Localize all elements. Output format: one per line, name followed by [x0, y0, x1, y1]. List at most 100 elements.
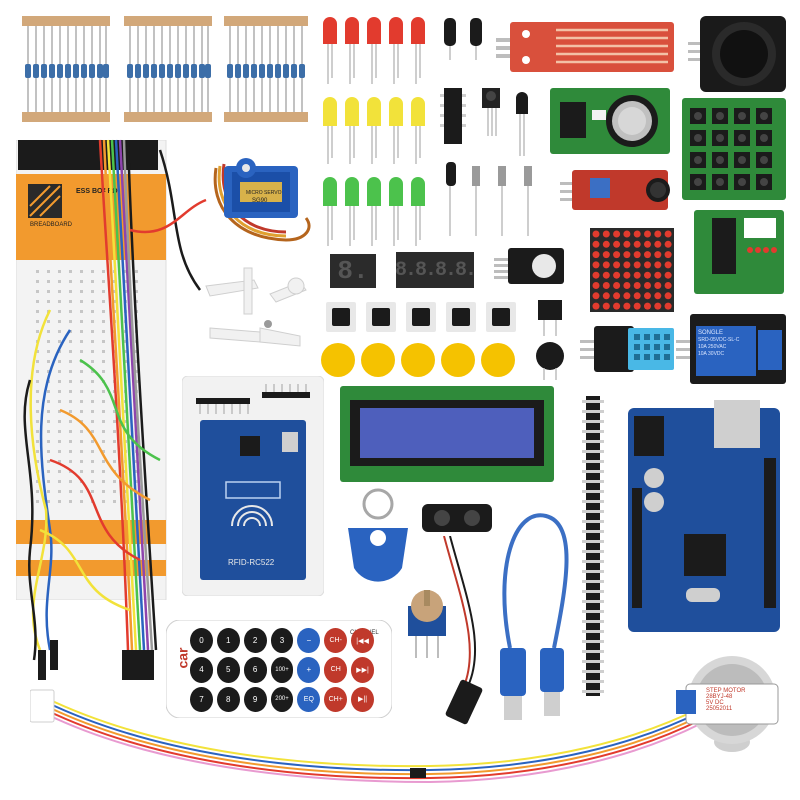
breadboard-hole — [47, 470, 50, 473]
breadboard-hole — [58, 360, 61, 363]
breadboard-hole — [69, 430, 72, 433]
matrix-dot — [602, 271, 610, 279]
header-pin — [582, 550, 604, 553]
breadboard-hole — [113, 300, 116, 303]
breadboard-hole — [124, 340, 127, 343]
breadboard-hole — [36, 330, 39, 333]
breadboard-hole — [36, 410, 39, 413]
resistor-pack-2 — [122, 14, 214, 124]
matrix-dot — [602, 282, 610, 289]
ir-remote-control: car CHANNEL 0 1 2 3 − CH- |◀◀ 4 5 6 100+… — [166, 620, 392, 718]
matrix-dot — [623, 230, 631, 238]
remote-button[interactable]: 2 — [243, 628, 267, 654]
remote-button[interactable]: |◀◀ — [351, 628, 374, 654]
remote-button[interactable]: − — [297, 628, 321, 654]
breadboard-hole — [102, 310, 105, 313]
remote-button[interactable]: 9 — [243, 686, 267, 712]
breadboard-hole — [69, 420, 72, 423]
breadboard-hole — [80, 500, 83, 503]
breadboard-hole — [58, 370, 61, 373]
relay-text: SONGLE SRD-05VDC-SL-C 10A 250VAC 10A 30V… — [698, 330, 754, 357]
remote-button[interactable]: 8 — [216, 686, 240, 712]
stepper-driver-board — [694, 210, 784, 294]
breadboard-hole — [36, 430, 39, 433]
breadboard-hole — [102, 460, 105, 463]
breadboard-hole — [36, 450, 39, 453]
dht-sensor-module — [580, 322, 678, 376]
breadboard-hole — [124, 280, 127, 283]
matrix-dot — [602, 302, 610, 310]
breadboard-hole — [102, 350, 105, 353]
breadboard-hole — [36, 360, 39, 363]
remote-button[interactable]: 0 — [190, 628, 213, 654]
breadboard-hole — [47, 460, 50, 463]
breadboard-hole — [135, 300, 138, 303]
remote-button[interactable]: ▶▶| — [351, 657, 374, 683]
matrix-dot — [592, 282, 600, 289]
matrix-dot — [654, 251, 662, 259]
breadboard-label: BREADBOARD — [30, 222, 73, 228]
breadboard-hole — [91, 430, 94, 433]
stepper-motor-cable — [30, 676, 710, 786]
remote-button[interactable]: 200+ — [270, 686, 294, 712]
remote-button[interactable]: 7 — [190, 686, 213, 712]
breadboard-hole — [58, 480, 61, 483]
breadboard-hole — [36, 310, 39, 313]
breadboard-hole — [47, 370, 50, 373]
remote-button[interactable]: 5 — [216, 657, 240, 683]
breadboard-hole — [91, 410, 94, 413]
joystick-module — [688, 14, 788, 94]
breadboard-hole — [69, 310, 72, 313]
breadboard-hole — [36, 350, 39, 353]
lcd-1602 — [340, 386, 554, 482]
breadboard-hole — [36, 380, 39, 383]
breadboard-hole — [47, 390, 50, 393]
matrix-dot — [633, 230, 641, 238]
matrix-dot — [633, 302, 641, 310]
jumper-wires — [10, 130, 210, 690]
breadboard-hole — [102, 410, 105, 413]
matrix-dot — [602, 240, 610, 248]
remote-button[interactable]: CH — [324, 657, 348, 683]
remote-button[interactable]: 100+ — [270, 657, 294, 683]
header-pin — [582, 640, 604, 643]
breadboard-hole — [102, 470, 105, 473]
remote-button[interactable]: 3 — [270, 628, 294, 654]
remote-button[interactable]: + — [297, 657, 321, 683]
breadboard-hole — [80, 340, 83, 343]
breadboard-hole — [47, 490, 50, 493]
matrix-dot — [633, 271, 641, 279]
breadboard-hole — [113, 420, 116, 423]
breadboard-hole — [91, 370, 94, 373]
breadboard-hole — [91, 350, 94, 353]
breadboard-hole — [69, 340, 72, 343]
matrix-dot — [623, 251, 631, 259]
seven-segment-quad: 8.8.8.8. — [395, 252, 477, 288]
breadboard-hole — [102, 270, 105, 273]
remote-button[interactable]: 6 — [243, 657, 267, 683]
rgb-led-module — [494, 246, 566, 286]
breadboard-hole — [58, 270, 61, 273]
breadboard-hole — [36, 420, 39, 423]
header-pin — [582, 660, 604, 663]
breadboard-hole — [47, 400, 50, 403]
breadboard-hole — [58, 410, 61, 413]
breadboard-hole — [69, 280, 72, 283]
remote-button[interactable]: CH- — [324, 628, 348, 654]
matrix-dot — [664, 271, 672, 279]
stepper-motor-label: STEP MOTOR 28BYJ-48 5V DC 25052011 — [706, 688, 770, 712]
relay-module: SONGLE SRD-05VDC-SL-C 10A 250VAC 10A 30V… — [676, 310, 788, 386]
breadboard-hole — [80, 310, 83, 313]
remote-button[interactable]: EQ — [297, 686, 321, 712]
matrix-dot — [623, 282, 631, 289]
remote-button[interactable]: 1 — [216, 628, 240, 654]
matrix-dot — [602, 251, 610, 259]
matrix-dot — [613, 271, 621, 279]
matrix-dot — [592, 292, 600, 300]
servo-model-label: MICRO SERVO — [246, 190, 282, 196]
remote-button[interactable]: ▶|| — [351, 686, 374, 712]
breadboard-hole — [58, 280, 61, 283]
remote-button[interactable]: 4 — [190, 657, 213, 683]
matrix-dot — [664, 261, 672, 269]
remote-button[interactable]: CH+ — [324, 686, 348, 712]
